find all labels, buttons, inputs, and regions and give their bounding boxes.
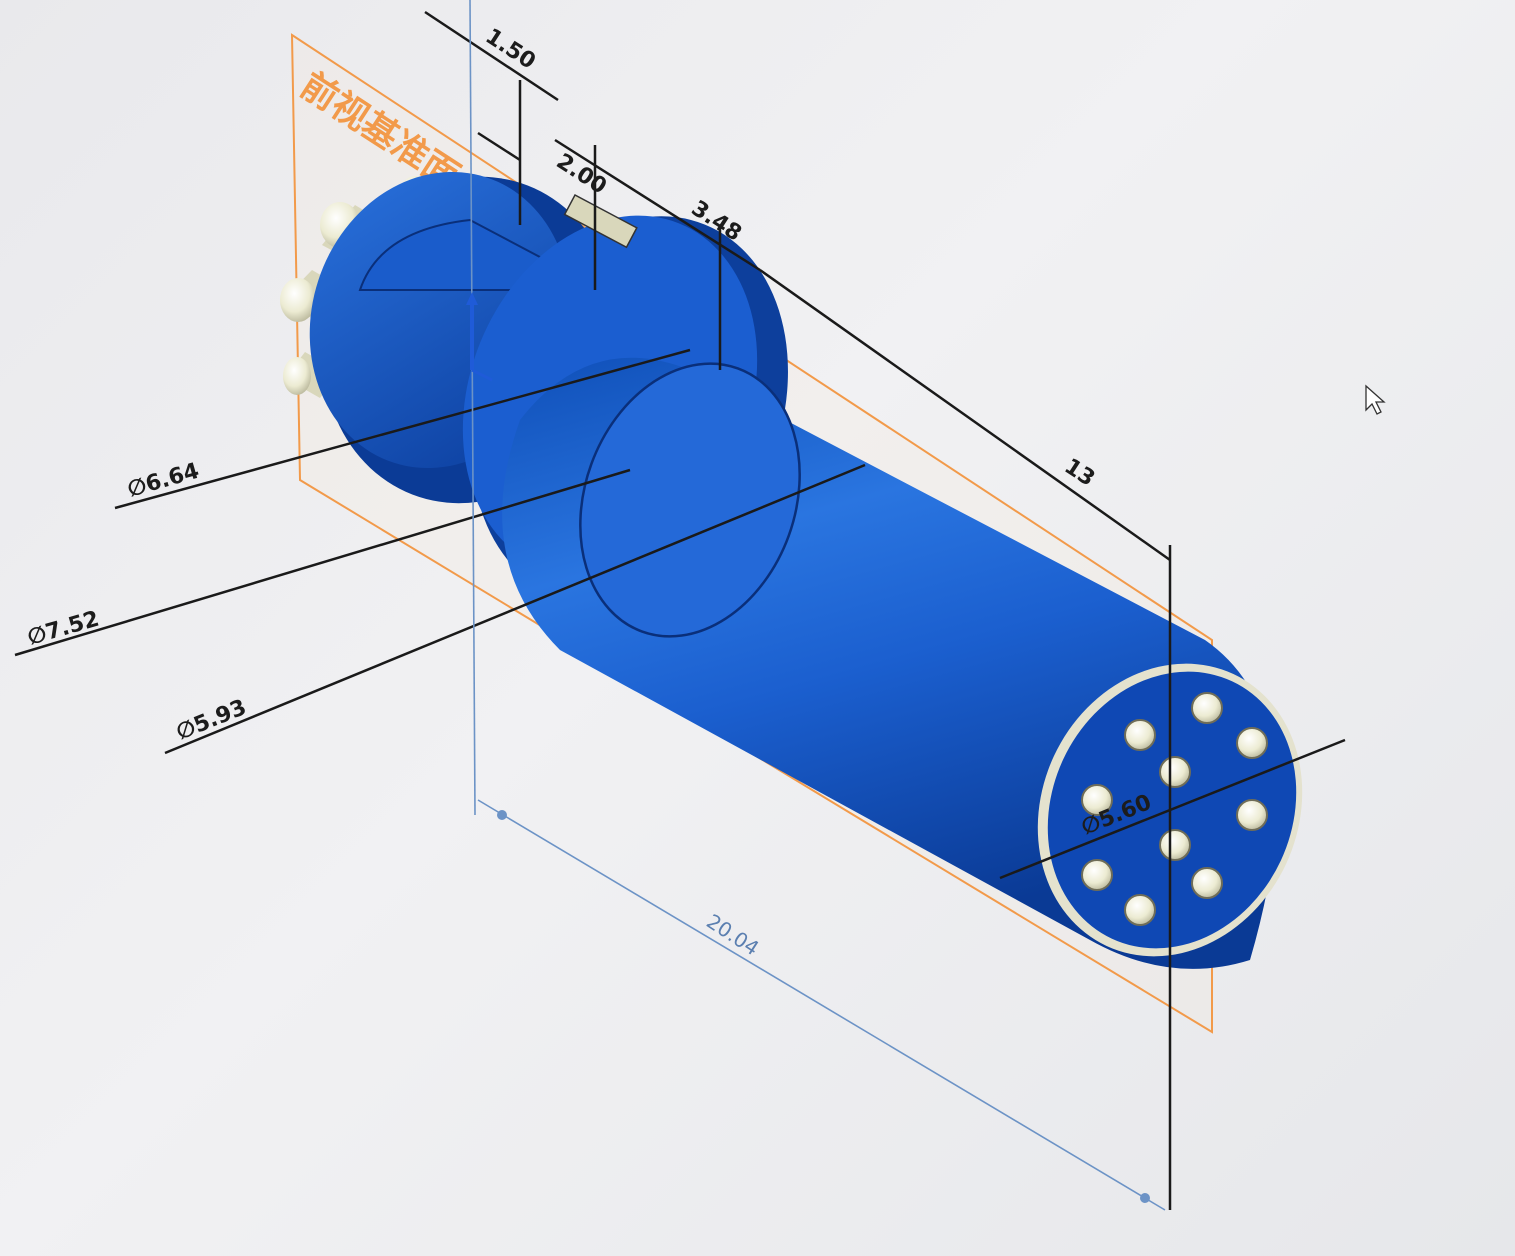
mouse-pointer-icon [1365,384,1386,415]
socket-holes [1081,692,1268,926]
dimension-label[interactable]: ∅7.52 [25,607,102,651]
overall-length-dimension [469,0,1166,1211]
dimension-label[interactable]: ∅5.93 [173,695,250,746]
triad-axis-icon [466,292,493,382]
dimension-label[interactable]: ∅6.64 [125,459,202,503]
dimension-lines [14,10,1346,1210]
